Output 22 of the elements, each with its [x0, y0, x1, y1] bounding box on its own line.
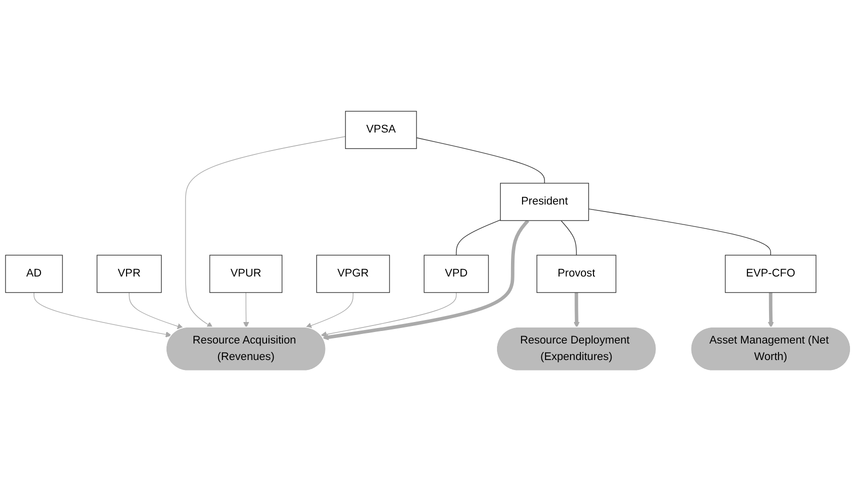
- arrow: [128, 292, 184, 330]
- connector: [560, 220, 577, 256]
- connector: [588, 208, 771, 256]
- arrow: [322, 219, 530, 340]
- node-box: VPGR: [316, 254, 390, 293]
- arrow: [320, 292, 457, 338]
- arrow: [574, 292, 580, 328]
- connector: [456, 220, 501, 256]
- arrow: [185, 136, 346, 328]
- arrow: [768, 292, 774, 328]
- node-box: VPSA: [345, 110, 417, 149]
- arrow: [34, 292, 172, 338]
- arrow: [243, 292, 250, 328]
- node-box: VPR: [96, 254, 162, 293]
- node-box: AD: [5, 254, 63, 293]
- node-box: VPD: [424, 254, 489, 293]
- node-box: VPUR: [209, 254, 282, 293]
- node-box: Provost: [536, 254, 616, 293]
- node-box: EVP-CFO: [724, 254, 816, 293]
- connector: [416, 137, 545, 184]
- node-box: President: [500, 182, 589, 221]
- arrow: [306, 292, 354, 328]
